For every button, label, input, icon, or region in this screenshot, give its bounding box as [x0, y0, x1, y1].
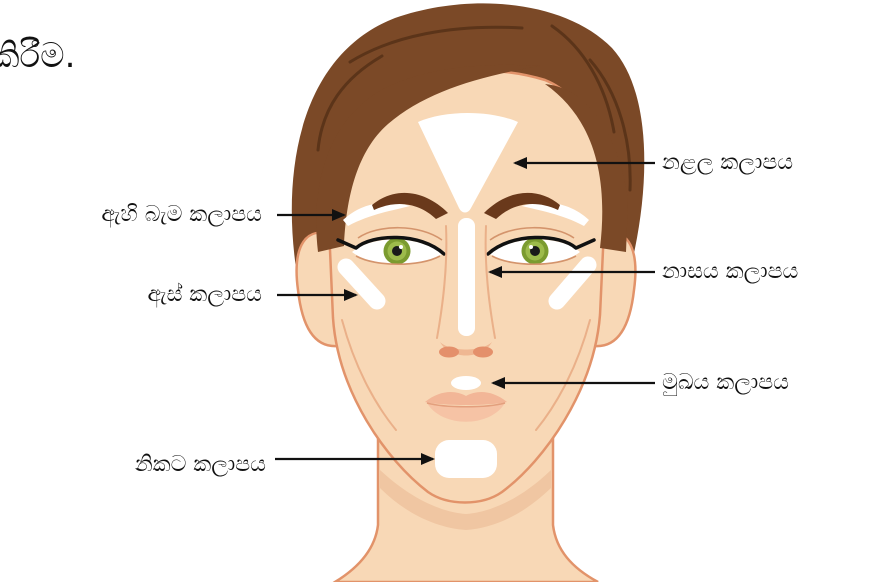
left-nostril	[439, 347, 459, 358]
left-eye-glint	[399, 245, 403, 249]
nose-zone-label: නාසය කලාපය	[662, 257, 880, 287]
forehead-zone-label: නළල කලාපය	[662, 148, 880, 178]
upper-lip-highlight	[451, 376, 481, 390]
chin-zone-label: නිකට කලාපය	[4, 450, 266, 480]
mouth-zone-label: මුඛය කලාපය	[662, 368, 880, 398]
chin-highlight	[435, 440, 497, 478]
eye-zone-label: ඇස් කලාපය	[0, 280, 262, 310]
right-nostril	[473, 347, 493, 358]
nose-highlight	[458, 218, 475, 336]
eyebrow-zone-label: ඇහි බැම කලාපය	[0, 200, 262, 230]
